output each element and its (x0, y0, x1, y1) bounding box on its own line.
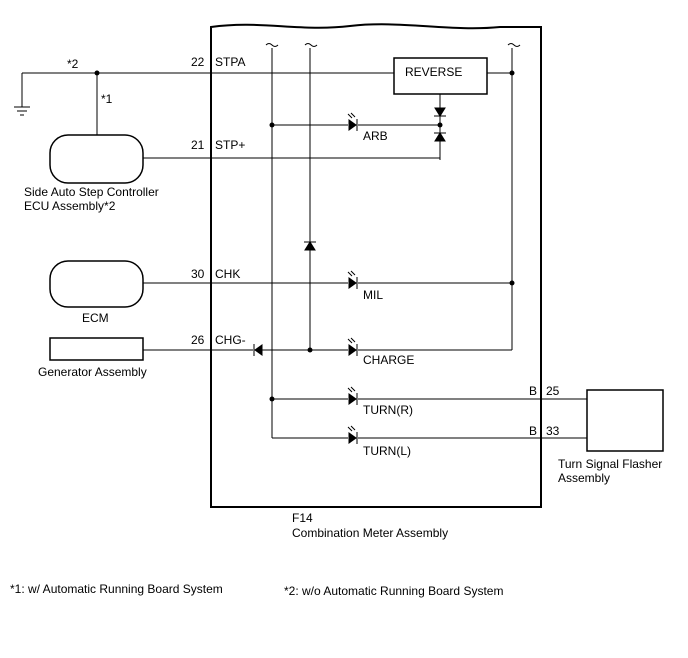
turn-r-circuit: TURN(R) B 25 (269, 384, 587, 417)
arb-indicator: ARB (272, 112, 440, 143)
reverse-label: REVERSE (405, 65, 462, 79)
chk-circuit: 30 CHK MIL (143, 267, 515, 302)
pin-25: 25 (546, 384, 560, 398)
meter-name: Combination Meter Assembly (292, 526, 448, 540)
combination-meter-outline (210, 23, 542, 508)
pin-21: 21 (191, 138, 205, 152)
flasher-label-line2: Assembly (558, 471, 610, 485)
turn-signal-flasher: Turn Signal Flasher Assembly (558, 389, 664, 485)
meter-label: F14 Combination Meter Assembly (292, 511, 448, 540)
marker-1: *1 (101, 92, 113, 106)
break-marks (265, 43, 521, 47)
mil-label: MIL (363, 288, 383, 302)
pin-30: 30 (191, 267, 205, 281)
ground-branch: *2 *1 (14, 57, 211, 135)
footnote-2: *2: w/o Automatic Running Board System (284, 584, 503, 598)
footnote-1: *1: w/ Automatic Running Board System (10, 582, 223, 596)
pin-33: 33 (546, 424, 560, 438)
side-step-label-line2: ECU Assembly*2 (24, 199, 116, 213)
internal-bus-lines (271, 48, 513, 438)
arb-label: ARB (363, 129, 388, 143)
ecm-label: ECM (82, 311, 109, 325)
pin-22: 22 (191, 55, 205, 69)
terminal-chk: CHK (215, 267, 240, 281)
marker-2: *2 (67, 57, 79, 71)
terminal-chg: CHG- (215, 333, 246, 347)
pin-26: 26 (191, 333, 205, 347)
generator-component: Generator Assembly (38, 337, 147, 379)
side-step-label-line1: Side Auto Step Controller (24, 185, 159, 199)
turn-l-prefix: B (529, 424, 537, 438)
reverse-diode-lower (434, 132, 446, 142)
turn-l-circuit: TURN(L) B 33 (272, 424, 587, 458)
charge-label: CHARGE (363, 353, 414, 367)
footnotes: *1: w/ Automatic Running Board System *2… (10, 582, 503, 598)
terminal-stp: STP+ (215, 138, 245, 152)
turn-r-label: TURN(R) (363, 403, 413, 417)
reverse-diode-upper (434, 107, 446, 117)
generator-label: Generator Assembly (38, 365, 147, 379)
stp-circuit: 21 STP+ (143, 138, 440, 159)
stpa-circuit: 22 STPA REVERSE (191, 55, 515, 160)
ecm-component: ECM (49, 260, 144, 325)
bus-diode (304, 241, 316, 251)
turn-l-label: TURN(L) (363, 444, 411, 458)
flasher-label-line1: Turn Signal Flasher (558, 457, 662, 471)
terminal-stpa: STPA (215, 55, 245, 69)
turn-r-prefix: B (529, 384, 537, 398)
side-auto-step-ecu: Side Auto Step Controller ECU Assembly*2 (24, 134, 159, 213)
meter-connector: F14 (292, 511, 313, 525)
chg-circuit: 26 CHG- CHARGE (143, 333, 512, 367)
